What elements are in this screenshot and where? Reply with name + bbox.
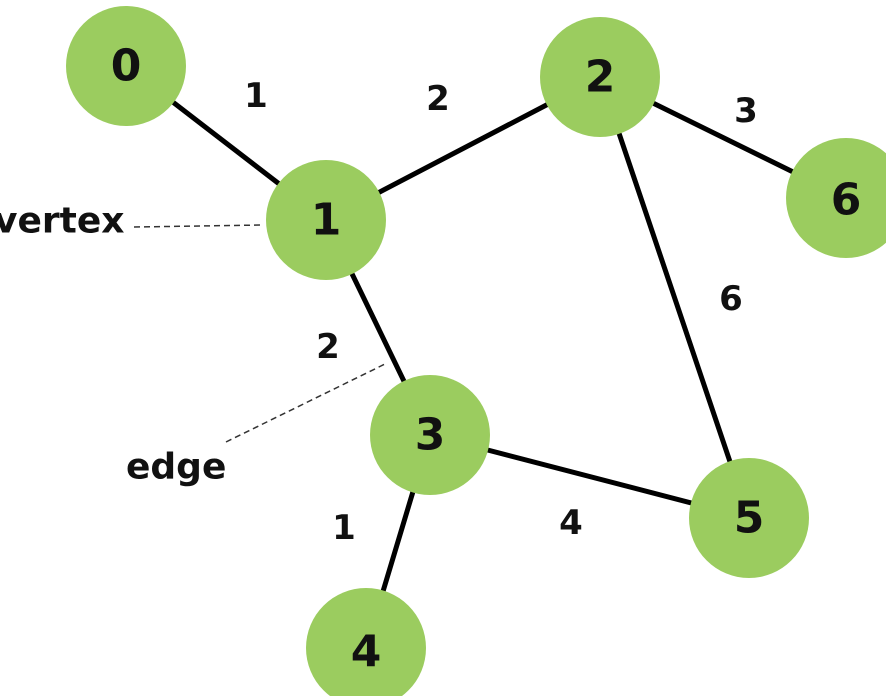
vertex-2-label: 2: [585, 52, 616, 103]
vertex-6-label: 6: [831, 175, 862, 226]
vertex-4: 4: [306, 588, 426, 696]
vertex-6-circle: [786, 138, 886, 258]
vertex-1: 1: [266, 160, 386, 280]
vertex-annotation: vertex: [0, 201, 124, 242]
vertices: 0 1 2 3 4 5 6: [66, 6, 886, 696]
vertex-5: 5: [689, 458, 809, 578]
edge-weights: 1 2 3 6 2 4 1: [244, 76, 758, 548]
edge-weight-3-4: 1: [332, 508, 356, 548]
vertex-0: 0: [66, 6, 186, 126]
edge-weight-2-6: 3: [734, 91, 758, 131]
vertex-3: 3: [370, 375, 490, 495]
vertex-6: 6: [786, 138, 886, 258]
edge-weight-3-5: 4: [559, 503, 583, 543]
edge-weight-2-5: 6: [719, 279, 743, 319]
vertex-2: 2: [540, 17, 660, 137]
vertex-leader-line: [133, 224, 264, 228]
edge-weight-1-2: 2: [426, 79, 450, 119]
edge-2-5: [597, 74, 752, 521]
vertex-1-label: 1: [311, 195, 342, 246]
vertex-0-label: 0: [111, 41, 142, 92]
vertex-2-circle: [540, 17, 660, 137]
vertex-3-label: 3: [415, 410, 446, 461]
edge-leader-line: [225, 363, 386, 443]
vertex-0-circle: [66, 6, 186, 126]
vertex-4-circle: [306, 588, 426, 696]
annotations: vertex edge: [0, 201, 386, 488]
edge-annotation: edge: [126, 447, 226, 488]
vertex-1-circle: [266, 160, 386, 280]
vertex-5-label: 5: [734, 493, 765, 544]
vertex-5-circle: [689, 458, 809, 578]
edge-weight-0-1: 1: [244, 76, 268, 116]
edge-weight-1-3: 2: [316, 327, 340, 367]
vertex-4-label: 4: [351, 627, 382, 678]
vertex-3-circle: [370, 375, 490, 495]
